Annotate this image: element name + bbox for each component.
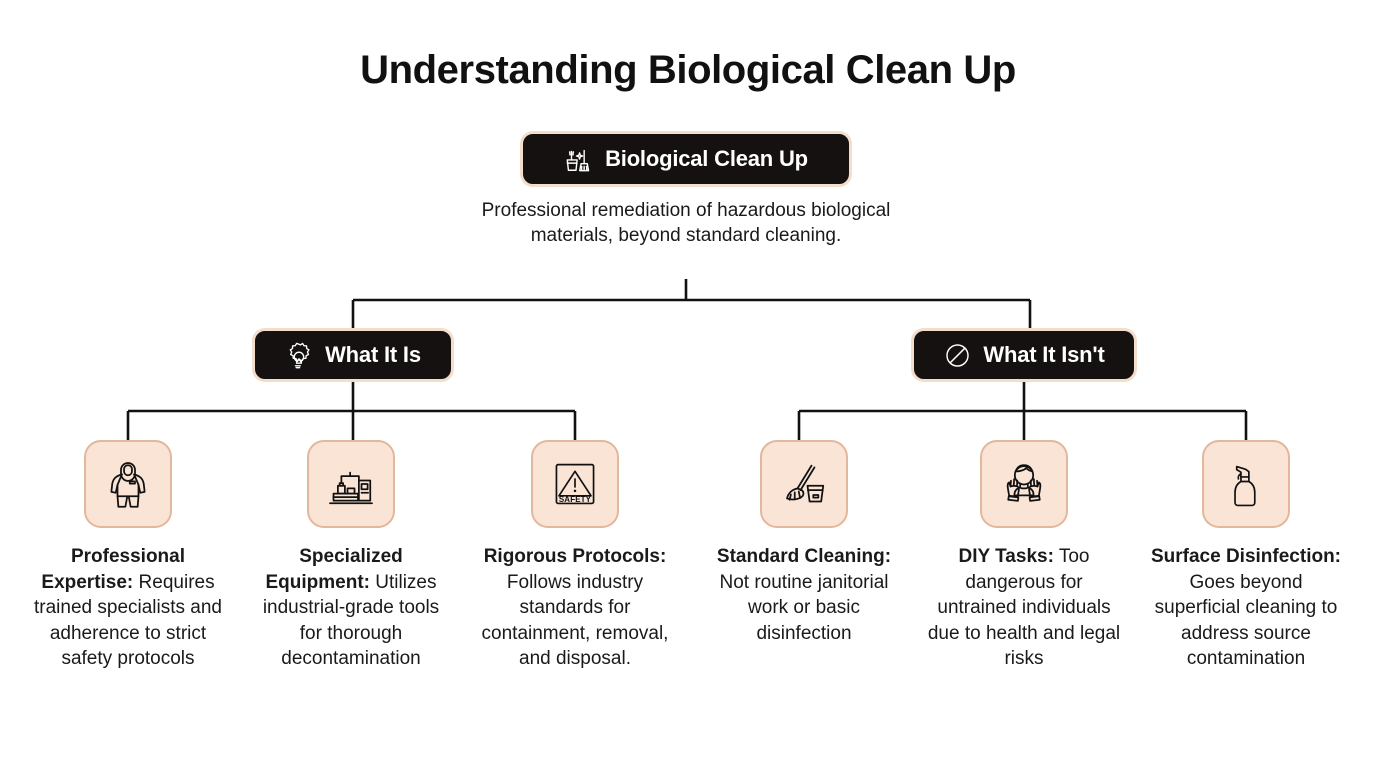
leaf-caption: Specialized Equipment: Utilizes industri… — [251, 544, 451, 672]
leaf-body: Too dangerous for untrained individuals … — [927, 546, 1121, 669]
node-what-it-is[interactable]: What It Is — [252, 328, 454, 382]
safety-warning-sign-icon: SAFETY — [555, 463, 595, 505]
leaf-standard-cleaning[interactable]: Standard Cleaning: Not routine janitoria… — [700, 440, 908, 646]
node-label: Biological Clean Up — [605, 146, 808, 171]
leaf-caption: Rigorous Protocols: Follows industry sta… — [475, 544, 675, 672]
leaf-professional-expertise[interactable]: Professional Expertise: Requires trained… — [28, 440, 228, 672]
leaf-surface-disinfection[interactable]: Surface Disinfection: Goes beyond superf… — [1146, 440, 1346, 672]
leaf-specialized-equipment[interactable]: Specialized Equipment: Utilizes industri… — [251, 440, 451, 672]
leaf-title: DIY Tasks: — [958, 546, 1054, 567]
page-title: Understanding Biological Clean Up — [360, 48, 1016, 92]
leaf-title: Standard Cleaning: — [716, 546, 892, 567]
leaf-body: Follows industry standards for containme… — [481, 571, 669, 670]
leaf-icon-tile — [1202, 440, 1290, 528]
leaf-rigorous-protocols[interactable]: SAFETY Rigorous Protocols: Follows indus… — [475, 440, 675, 672]
prohibition-circle-slash-icon — [943, 341, 972, 370]
bucket-broom-sparkle-icon — [564, 144, 594, 174]
leaf-title: Rigorous Protocols: — [483, 546, 667, 567]
leaf-title: Specialized Equipment: — [265, 546, 403, 593]
leaf-icon-tile: SAFETY — [531, 440, 619, 528]
leaf-icon-tile — [980, 440, 1068, 528]
node-biological-clean-up[interactable]: Biological Clean Up — [520, 131, 852, 187]
leaf-icon-tile — [307, 440, 395, 528]
node-label: What It Isn't — [983, 342, 1105, 367]
leaf-caption: Professional Expertise: Requires trained… — [28, 544, 228, 672]
node-label: What It Is — [325, 342, 421, 367]
leaf-body: Not routine janitorial work or basic dis… — [719, 571, 889, 644]
leaf-body: Utilizes industrial-grade tools for thor… — [262, 571, 440, 670]
leaf-title: Surface Disinfection: — [1150, 546, 1342, 567]
leaf-icon-tile — [84, 440, 172, 528]
leaf-body: Goes beyond superficial cleaning to addr… — [1154, 571, 1338, 670]
leaf-caption: Surface Disinfection: Goes beyond superf… — [1146, 544, 1346, 672]
gloved-hands-person-icon — [1006, 464, 1042, 502]
svg-text:SAFETY: SAFETY — [559, 495, 592, 504]
mop-bucket-icon — [786, 464, 825, 503]
root-description: Professional remediation of hazardous bi… — [481, 200, 891, 246]
leaf-title: Professional Expertise: — [41, 546, 186, 593]
hazmat-suit-icon — [110, 462, 146, 508]
leaf-icon-tile — [760, 440, 848, 528]
leaf-body: Requires trained specialists and adheren… — [34, 571, 222, 670]
industrial-machinery-icon — [329, 471, 373, 505]
leaf-diy-tasks[interactable]: DIY Tasks: Too dangerous for untrained i… — [924, 440, 1124, 672]
node-what-it-isnt[interactable]: What It Isn't — [911, 328, 1137, 382]
spray-bottle-icon — [1234, 465, 1256, 507]
leaf-caption: Standard Cleaning: Not routine janitoria… — [700, 544, 908, 646]
leaf-caption: DIY Tasks: Too dangerous for untrained i… — [924, 544, 1124, 672]
gear-lightbulb-icon — [285, 341, 314, 370]
